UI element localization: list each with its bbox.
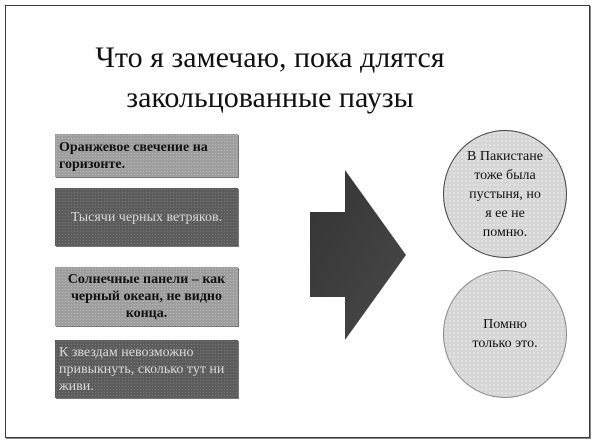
right-arrow-icon [310,170,406,340]
observation-box-solar-panels: Солнечные панели – как черный океан, не … [55,267,238,326]
memory-circle-only-this: Помню только это. [443,270,567,398]
memory-circle-pakistan: В Пакистане тоже была пустыня, но я ее н… [443,130,567,258]
observation-box-windmills: Тысячи черных ветряков. [55,188,238,246]
circle-text: В Пакистане тоже была пустыня, но я ее н… [467,148,543,240]
title-line-1: Что я замечаю, пока длятся [95,41,445,74]
title-line-2: закольцованные паузы [126,81,414,114]
circle-text: Помню только это. [472,317,538,351]
observation-box-stars: К звездам невозможно привыкнуть, сколько… [55,340,238,398]
observation-text: Солнечные панели – как черный океан, не … [67,272,226,321]
observation-text: Оранжевое свечение на горизонте. [59,139,208,172]
observation-text: Тысячи черных ветряков. [70,209,223,225]
observation-text: К звездам невозможно привыкнуть, сколько… [59,344,225,394]
observation-box-orange-glow: Оранжевое свечение на горизонте. [55,134,238,177]
slide-title: Что я замечаю, пока длятся закольцованны… [20,38,520,118]
